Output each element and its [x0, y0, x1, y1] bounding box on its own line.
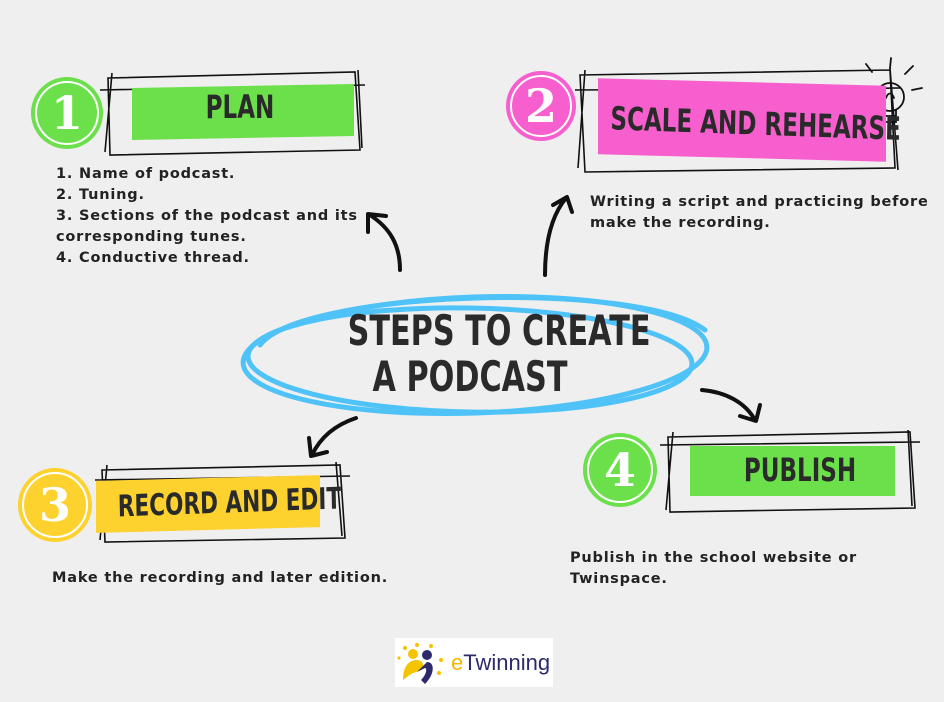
main-title: STEPS TO CREATE A PODCAST [347, 306, 651, 401]
arrow-to-record [307, 416, 358, 458]
list-item: 1. Name of podcast. [56, 166, 236, 182]
publish-highlight [690, 446, 895, 496]
description-line: Writing a script and practicing before [590, 194, 929, 210]
list-item: 3. Sections of the podcast and its [56, 208, 358, 224]
step-2-number: 2 [524, 79, 557, 133]
step-1-title: PLAN [205, 88, 275, 126]
scale-description: Writing a script and practicing before m… [590, 192, 929, 234]
list-item: 4. Conductive thread. [56, 250, 250, 266]
arrow-to-plan [366, 212, 402, 272]
step-1-number: 1 [50, 86, 83, 140]
step-1-badge: 1 [31, 77, 103, 149]
publish-description: Publish in the school website or Twinspa… [570, 548, 857, 590]
step-2-badge: 2 [506, 71, 576, 141]
main-title-line-1: STEPS TO CREATE [347, 306, 651, 355]
plan-list: 1. Name of podcast. 2. Tuning. 3. Sectio… [56, 164, 358, 269]
etwinning-figures-icon [397, 642, 443, 684]
etwinning-logo-text: eTwinning [451, 649, 551, 675]
list-item: 2. Tuning. [56, 187, 145, 203]
step-4-number: 4 [603, 443, 636, 497]
list-item: corresponding tunes. [56, 229, 247, 245]
arrow-to-scale [543, 195, 574, 277]
step-4-badge: 4 [583, 433, 657, 507]
main-title-line-2: A PODCAST [372, 352, 568, 401]
arrow-to-publish [700, 388, 762, 423]
step-3-badge: 3 [18, 468, 92, 542]
description-line: Twinspace. [570, 571, 668, 587]
step-3-number: 3 [38, 478, 71, 532]
description-line: make the recording. [590, 215, 771, 231]
record-description: Make the recording and later edition. [52, 570, 389, 586]
etwinning-logo: eTwinning [395, 638, 553, 687]
step-3-title: RECORD AND EDIT [117, 481, 342, 525]
description-line: Publish in the school website or [570, 550, 857, 566]
step-4-title: PUBLISH [743, 451, 857, 489]
